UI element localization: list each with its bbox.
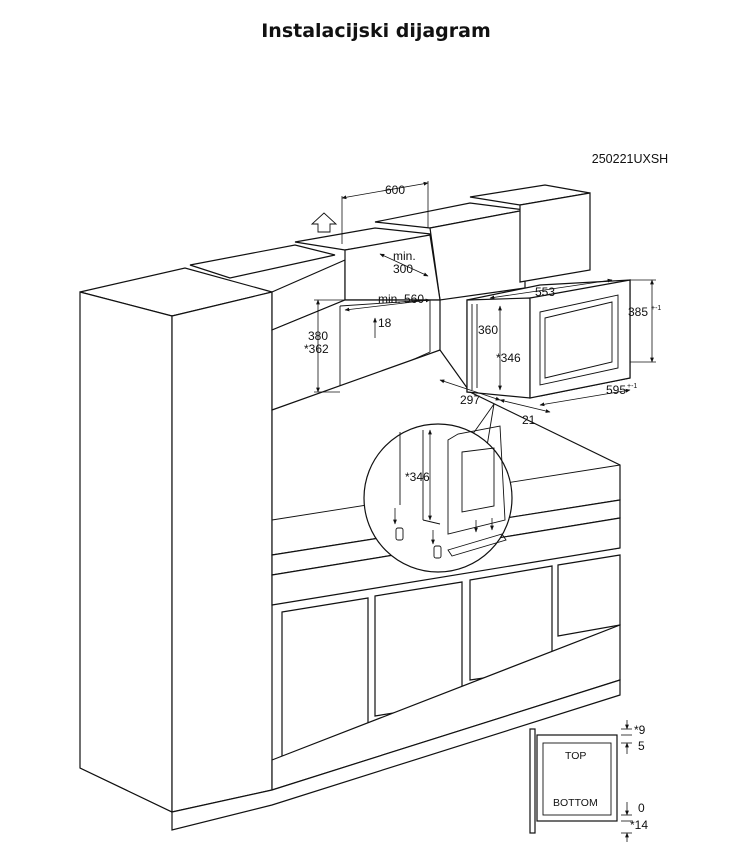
- dim-niche-depth-value: 300: [393, 262, 413, 276]
- frame-dim-bottom-star: *14: [630, 818, 648, 832]
- dim-appliance-height-star: *346: [496, 351, 521, 365]
- dim-frame-width-tol: +-1: [627, 383, 637, 390]
- tall-cabinet: [79, 267, 273, 813]
- model-code: 250221UXSH: [591, 152, 669, 166]
- dim-appliance-height-front: 385: [628, 305, 648, 319]
- dim-frame-width: 595: [606, 383, 626, 397]
- frame-dim-bottom: 0: [638, 801, 645, 815]
- appliance-microwave: [466, 279, 631, 399]
- dim-niche-depth-label: min.: [393, 249, 416, 263]
- diagram-title: Instalacijski dijagram: [261, 20, 491, 42]
- dim-appliance-height-body: 360: [478, 323, 498, 337]
- dim-niche-width: 600: [385, 183, 405, 197]
- frame-detail: [529, 720, 632, 842]
- frame-top-label: TOP: [565, 750, 586, 762]
- frame-dim-top-star: *9: [634, 723, 646, 737]
- frame-dim-top: 5: [638, 739, 645, 753]
- dimension-lines: [314, 181, 656, 413]
- worktop-and-base-cabinets: [79, 349, 621, 831]
- dim-niche-gap: 18: [378, 316, 392, 330]
- dim-niche-height-a: 380: [308, 329, 328, 343]
- upper-cabinets: [189, 184, 591, 411]
- detail-magnifier: [363, 403, 513, 573]
- dim-niche-inner-width: min. 560: [378, 292, 424, 306]
- dim-frame-depth: 21: [522, 413, 536, 427]
- dim-detail-height: *346: [405, 470, 430, 484]
- dim-appliance-depth: 297: [460, 393, 480, 407]
- ventilation-arrow-icon: [310, 212, 338, 233]
- frame-bottom-label: BOTTOM: [553, 797, 598, 809]
- dim-appliance-height-front-tol: +-1: [651, 305, 661, 312]
- dim-appliance-width: 553: [535, 285, 555, 299]
- dim-niche-height-b: *362: [304, 342, 329, 356]
